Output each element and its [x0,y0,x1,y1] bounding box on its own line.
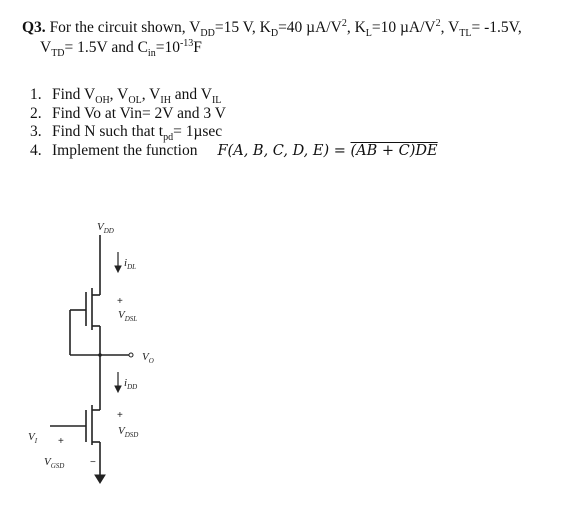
nmos-inverter-circuit: VDD iDL + VDSL VO iDD + VDSD VI + VGSD − [28,221,154,484]
vdd-label: VDD [97,221,114,235]
idl-label: iDL [124,257,136,271]
task-text: Find N such that tpd= 1µsec [52,123,223,144]
idd-label: iDD [124,377,137,391]
question-intro: For the circuit shown, VDD=15 V, KD=40 µ… [49,17,522,40]
svg-text:+: + [117,410,123,421]
question-header: Q3. For the circuit shown, VDD=15 V, KD=… [22,18,562,58]
vdsl-label: VDSL [118,309,137,323]
svg-text:−: − [90,457,96,468]
task-item: 1. Find VOH, VOL, VIH and VIL [30,86,222,107]
task-text: Find VOH, VOL, VIH and VIL [52,86,222,107]
task-text: Find Vo at Vin= 2V and 3 V [52,104,226,122]
output-node-dot [98,353,102,357]
task-item: 3. Find N such that tpd= 1µsec [30,123,223,144]
vgsd-label: VGSD [44,456,64,470]
svg-text:+: + [117,296,123,307]
task-item: 4. Implement the function F(A, B, C, D, … [30,141,438,159]
svg-text:+: + [58,436,64,447]
boolean-function: F(A, B, C, D, E) = (AB + C)DE [217,142,438,159]
task-item: 2. Find Vo at Vin= 2V and 3 V [30,104,226,122]
question-params-line2: VTD= 1.5V and Cin=10-13F [40,37,202,60]
output-terminal [128,352,134,358]
vi-label: VI [28,431,38,445]
question-number: Q3. [22,19,46,36]
vo-label: VO [142,351,154,365]
task-list: 1. Find VOH, VOL, VIH and VIL 2. Find Vo… [30,86,570,160]
task-text: Implement the function [52,141,198,159]
vdsd-label: VDSD [118,425,138,439]
